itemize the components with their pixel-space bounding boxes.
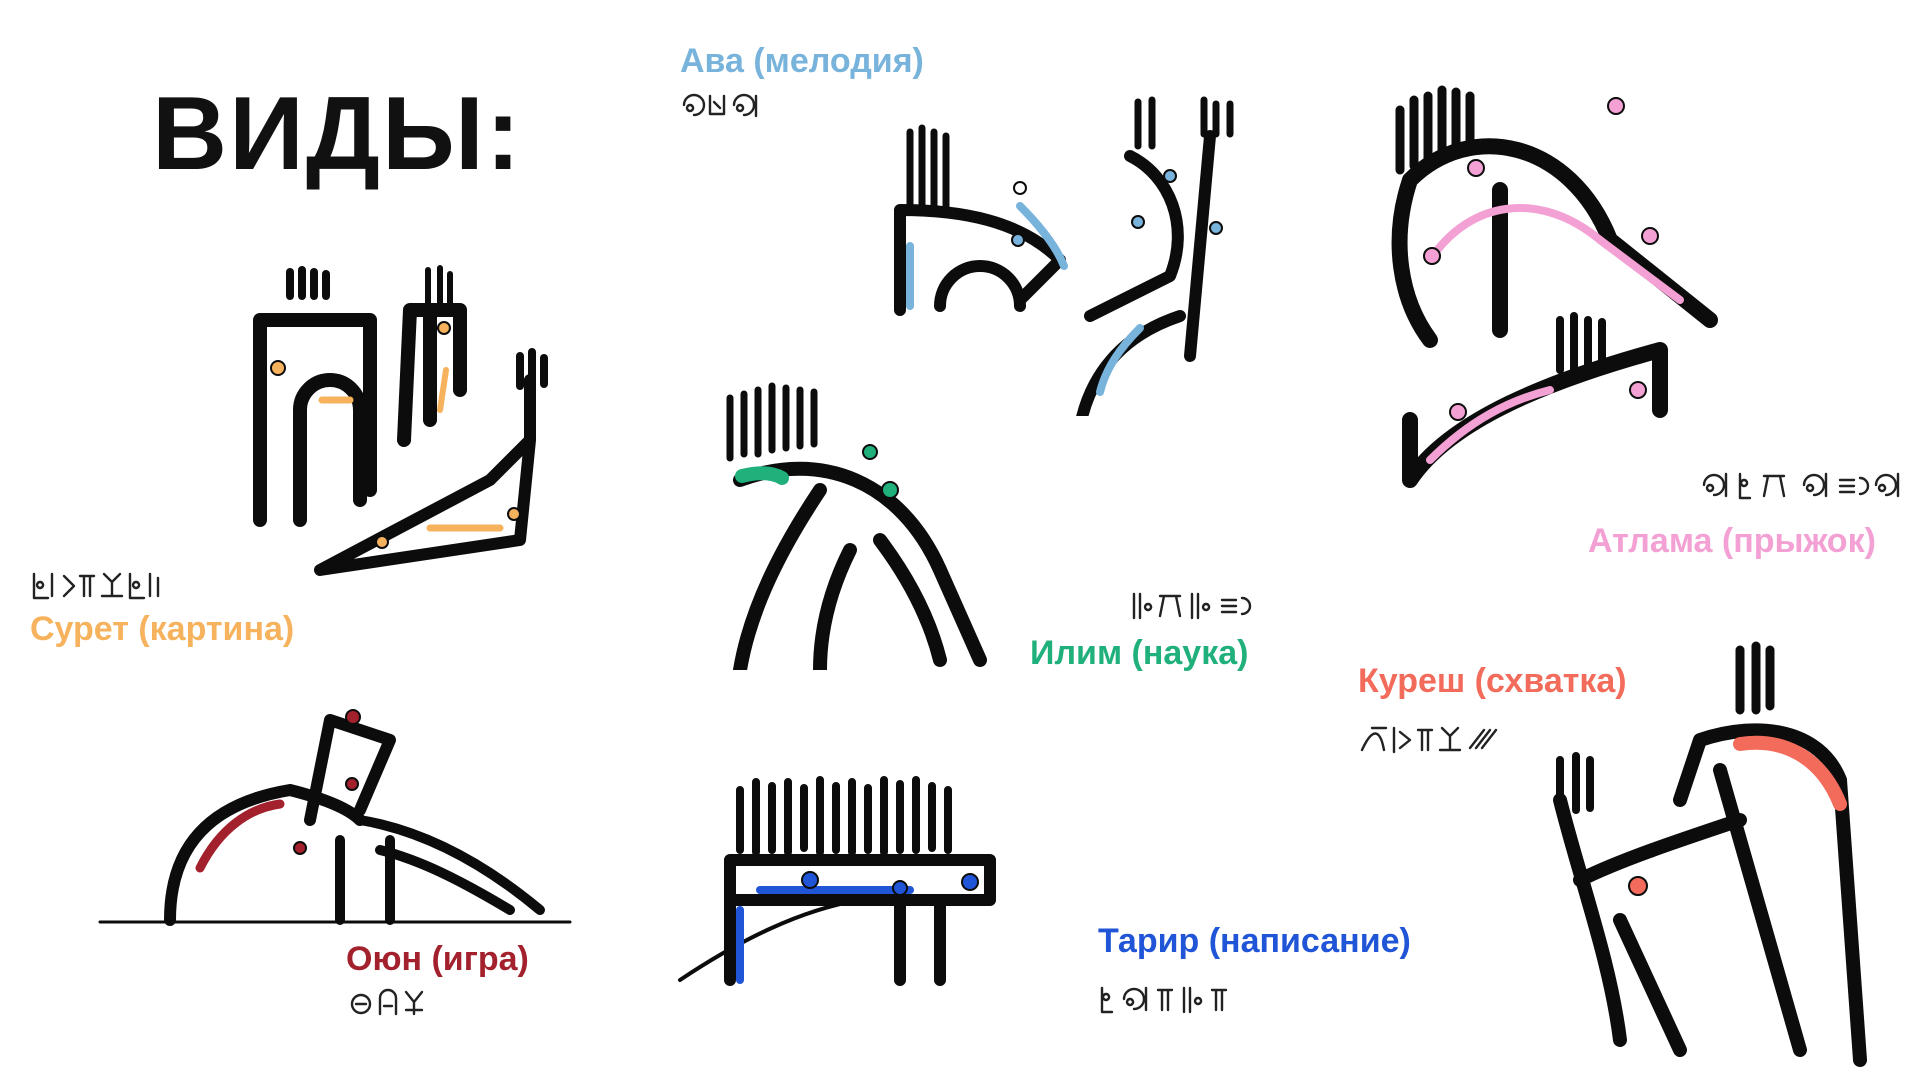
label-ava: Ава (мелодия): [680, 42, 924, 80]
label-oyun: Оюн (игра): [346, 940, 529, 978]
oyun-figure-icon: [98, 709, 572, 926]
tarir-figure-icon: [678, 776, 996, 986]
suret-script-icon: [32, 572, 160, 600]
page-title: ВИДЫ:: [152, 76, 523, 192]
ava-script-icon: [682, 93, 758, 118]
atlama-script-icon: [1702, 472, 1900, 500]
suret-figure-icon: [253, 265, 548, 576]
kuresh-figure-icon: [1553, 641, 1867, 1067]
label-suret: Сурет (картина): [30, 610, 295, 648]
ilim-figure-icon: [726, 382, 987, 670]
ilim-script-icon: [1132, 592, 1252, 620]
oyun-script-icon: [350, 988, 424, 1016]
label-kuresh: Куреш (схватка): [1358, 662, 1627, 700]
kuresh-script-icon: [1360, 726, 1498, 754]
ava-figure-icon: [894, 96, 1234, 416]
label-tarir: Тарир (написание): [1098, 922, 1411, 960]
label-ilim: Илим (наука): [1030, 634, 1249, 672]
tarir-script-icon: [1100, 986, 1228, 1014]
atlama-figure-icon: [1391, 85, 1718, 488]
label-atlama: Атлама (прыжок): [1588, 522, 1876, 560]
